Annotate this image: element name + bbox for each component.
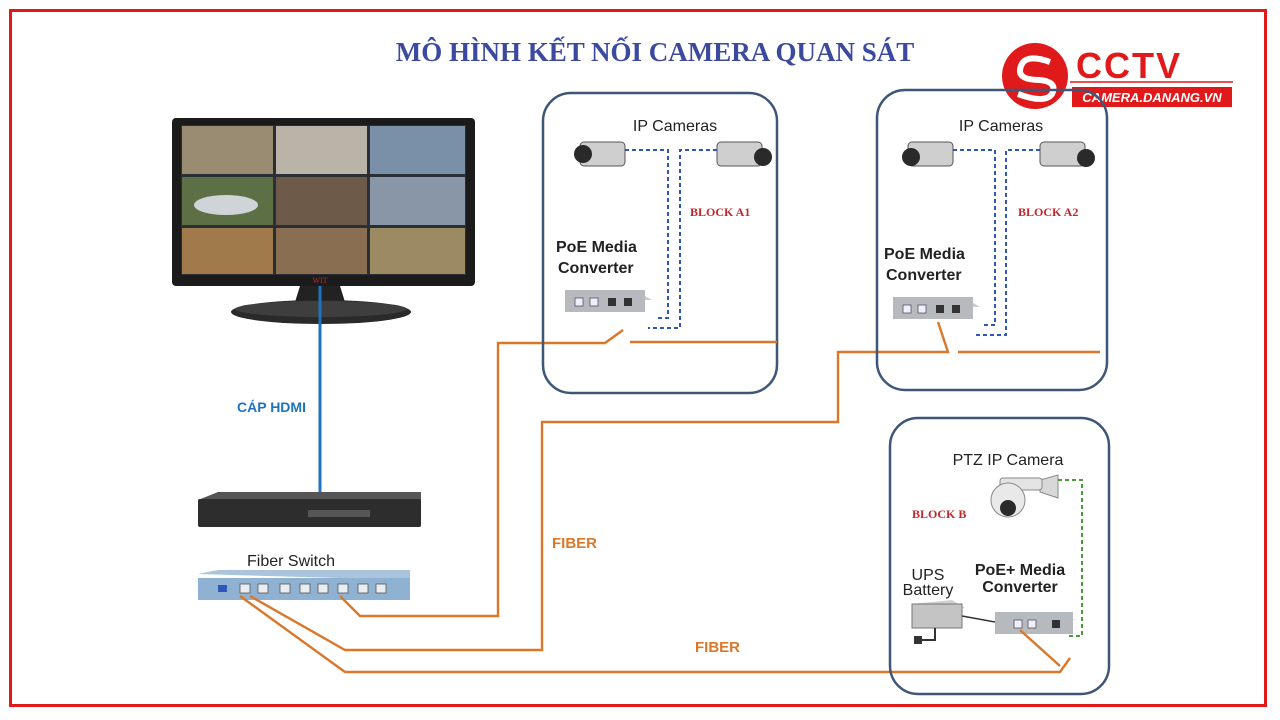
logo-site-bar bbox=[1072, 87, 1232, 107]
diagram-frame bbox=[9, 9, 1267, 707]
block-b-converter-line1: PoE+ Media bbox=[975, 562, 1065, 579]
fiber-cable-a2 bbox=[249, 321, 950, 652]
block-a2-label: BLOCK A2 bbox=[1018, 205, 1078, 219]
diagram-title: MÔ HÌNH KẾT NỐI CAMERA QUAN SÁT bbox=[396, 36, 915, 67]
fiber-switch-icon bbox=[198, 570, 410, 600]
block-a1-converter-line2: Converter bbox=[558, 260, 634, 277]
fiber-label-1: FIBER bbox=[552, 535, 597, 552]
media-converter-icon bbox=[995, 612, 1075, 634]
monitor-brand: WIT bbox=[312, 276, 327, 285]
ptz-camera-icon bbox=[990, 474, 1059, 518]
ip-camera-icon bbox=[574, 141, 626, 167]
ip-camera-icon bbox=[716, 141, 772, 167]
block-b-converter-line2: Converter bbox=[982, 579, 1058, 596]
utp-cable bbox=[975, 149, 1040, 336]
logo-site: CAMERA.DANANG.VN bbox=[1082, 90, 1222, 105]
media-converter-icon bbox=[893, 297, 980, 319]
block-a1-label: BLOCK A1 bbox=[690, 205, 750, 219]
block-a2-converter-line1: PoE Media bbox=[884, 246, 965, 263]
logo-brand: CCTV bbox=[1076, 45, 1182, 86]
block-a1-converter-line1: PoE Media bbox=[556, 239, 637, 256]
ip-camera-icon bbox=[1039, 141, 1095, 167]
fiber-cable-b bbox=[239, 595, 1071, 674]
ups-label-line1: UPS bbox=[912, 567, 945, 584]
utp-cable bbox=[953, 149, 996, 326]
block-a1-cameras-label: IP Cameras bbox=[633, 118, 717, 135]
cctv-logo: CCTV CAMERA.DANANG.VN bbox=[1002, 43, 1233, 109]
ups-battery-icon bbox=[911, 600, 965, 644]
utp-cable bbox=[625, 149, 669, 319]
block-b: PTZ IP Camera BLOCK B UPS Battery PoE+ M… bbox=[888, 416, 1111, 696]
block-a2: IP Cameras BLOCK A2 PoE Media Converter bbox=[875, 88, 1109, 392]
block-b-camera-label: PTZ IP Camera bbox=[953, 452, 1064, 469]
ups-label-line2: Battery bbox=[903, 582, 954, 599]
block-a1: IP Cameras BLOCK A1 PoE Media Converter bbox=[541, 91, 779, 395]
fiber-cable-b-end bbox=[1019, 629, 1061, 667]
block-b-label: BLOCK B bbox=[912, 507, 966, 521]
fiber-cable-a1 bbox=[339, 329, 624, 618]
block-a2-converter-line2: Converter bbox=[886, 267, 962, 284]
hdmi-label: CÁP HDMI bbox=[237, 399, 306, 415]
nvr-icon bbox=[198, 492, 421, 527]
block-a2-cameras-label: IP Cameras bbox=[959, 118, 1043, 135]
fiber-label-2: FIBER bbox=[695, 639, 740, 656]
monitor-icon: WIT bbox=[172, 118, 475, 324]
utp-cable bbox=[1058, 479, 1083, 637]
utp-cable bbox=[648, 149, 717, 329]
ip-camera-icon bbox=[902, 141, 954, 167]
fiber-switch-label: Fiber Switch bbox=[247, 553, 335, 570]
media-converter-icon bbox=[565, 290, 652, 312]
logo-s-icon bbox=[1016, 55, 1057, 102]
